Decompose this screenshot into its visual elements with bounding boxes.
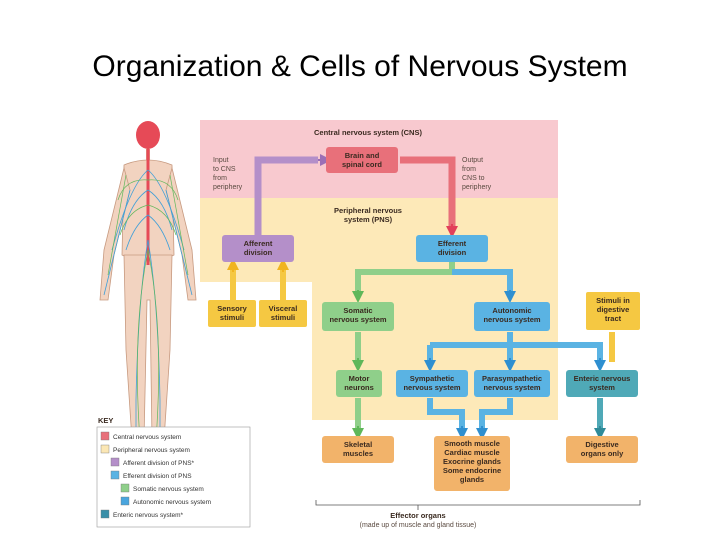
- parasympathetic-box: Parasympathetic nervous system: [474, 370, 550, 397]
- key-item: Autonomic nervous system: [120, 496, 211, 506]
- svg-text:Input: Input: [213, 157, 229, 164]
- sympathetic-box: Sympathetic nervous system: [396, 370, 468, 397]
- somatic-nervous-system-box: Somatic nervous system: [322, 302, 394, 331]
- enteric-nervous-system-box: Enteric nervous system: [566, 370, 638, 397]
- efferent-division-box: Efferent division: [416, 235, 488, 262]
- svg-text:Motor: Motor: [349, 374, 370, 383]
- svg-text:system: system: [589, 383, 615, 392]
- svg-text:Cardiac muscle: Cardiac muscle: [444, 448, 499, 457]
- key-label: Autonomic nervous system: [133, 499, 211, 506]
- effector-organs-bracket: Effector organs (made up of muscle and g…: [315, 500, 641, 529]
- svg-text:CNS to: CNS to: [462, 175, 485, 182]
- svg-text:neurons: neurons: [344, 383, 374, 392]
- svg-text:Afferent: Afferent: [244, 239, 273, 248]
- svg-text:Effector organs: Effector organs: [390, 511, 445, 520]
- svg-text:stimuli: stimuli: [271, 313, 295, 322]
- key-item: Central nervous system: [100, 431, 181, 441]
- svg-text:Parasympathetic: Parasympathetic: [482, 374, 542, 383]
- svg-text:Enteric nervous: Enteric nervous: [574, 374, 631, 383]
- cns-to-efferent-arrow: [400, 156, 456, 228]
- slide-title: Organization & Cells of Nervous System: [92, 50, 628, 83]
- key-swatch: [120, 496, 130, 506]
- key-swatch: [100, 444, 110, 454]
- key-label: Central nervous system: [113, 434, 181, 441]
- cns-header: Central nervous system (CNS): [314, 128, 422, 137]
- key-label: Enteric nervous system*: [113, 512, 184, 519]
- svg-text:Exocrine glands: Exocrine glands: [443, 457, 501, 466]
- svg-text:from: from: [462, 166, 476, 173]
- svg-text:nervous system: nervous system: [403, 383, 460, 392]
- svg-text:Visceral: Visceral: [269, 304, 298, 313]
- key-item: Afferent division of PNS*: [110, 457, 195, 467]
- svg-text:from: from: [213, 175, 227, 182]
- key-swatch: [120, 483, 130, 493]
- svg-text:muscles: muscles: [343, 449, 373, 458]
- brain-spinal-cord-box: Brain and spinal cord: [326, 147, 398, 173]
- key-swatch: [110, 457, 120, 467]
- key-item: Peripheral nervous system: [100, 444, 190, 454]
- svg-text:Efferent: Efferent: [438, 239, 467, 248]
- sensory-stimuli-box: Sensory stimuli: [208, 300, 256, 327]
- svg-text:tract: tract: [605, 314, 622, 323]
- svg-text:nervous system: nervous system: [483, 383, 540, 392]
- key-label: Afferent division of PNS*: [123, 460, 195, 467]
- efferent-to-autonomic-arrow: [452, 269, 513, 294]
- svg-text:periphery: periphery: [213, 184, 243, 191]
- svg-text:digestive: digestive: [597, 305, 630, 314]
- svg-text:Smooth muscle: Smooth muscle: [444, 439, 500, 448]
- key-swatch: [100, 431, 110, 441]
- svg-text:Stimuli in: Stimuli in: [596, 296, 630, 305]
- afferent-to-cns-arrow: [254, 156, 318, 235]
- digestive-organs-box: Digestive organs only: [566, 436, 638, 463]
- svg-text:spinal cord: spinal cord: [342, 160, 382, 169]
- svg-text:stimuli: stimuli: [220, 313, 244, 322]
- afferent-division-box: Afferent division: [222, 235, 294, 262]
- autonomic-nervous-system-box: Autonomic nervous system: [474, 302, 550, 331]
- svg-text:Sensory: Sensory: [217, 304, 247, 313]
- svg-text:Skeletal: Skeletal: [344, 440, 372, 449]
- svg-text:Some endocrine: Some endocrine: [443, 466, 501, 475]
- svg-text:nervous system: nervous system: [483, 315, 540, 324]
- autonomic-branch-arrows: [427, 332, 603, 362]
- svg-text:Brain and: Brain and: [345, 151, 380, 160]
- digestive-stimuli-box: Stimuli in digestive tract: [586, 292, 640, 330]
- svg-text:glands: glands: [460, 475, 484, 484]
- motor-neurons-box: Motor neurons: [336, 370, 382, 397]
- svg-text:Output: Output: [462, 157, 483, 164]
- svg-text:to CNS: to CNS: [213, 166, 236, 173]
- key-item: Somatic nervous system: [120, 483, 204, 493]
- svg-text:Autonomic: Autonomic: [492, 306, 531, 315]
- svg-text:division: division: [438, 248, 467, 257]
- key-swatch: [110, 470, 120, 480]
- key-swatch: [100, 509, 110, 519]
- autonomic-to-effector-arrows: [427, 398, 513, 430]
- pns-header: Peripheral nervous system (PNS): [334, 206, 402, 224]
- output-label: Output from CNS to periphery: [462, 157, 492, 191]
- svg-text:division: division: [244, 248, 273, 257]
- svg-text:Peripheral nervous: Peripheral nervous: [334, 206, 402, 215]
- svg-text:Somatic: Somatic: [343, 306, 372, 315]
- visceral-stimuli-box: Visceral stimuli: [259, 300, 307, 327]
- key-label: Efferent division of PNS: [123, 473, 192, 480]
- svg-text:nervous system: nervous system: [329, 315, 386, 324]
- svg-text:periphery: periphery: [462, 184, 492, 191]
- key-item: Efferent division of PNS: [110, 470, 192, 480]
- key-label: Peripheral nervous system: [113, 447, 190, 454]
- key-title: KEY: [98, 416, 113, 425]
- svg-text:Sympathetic: Sympathetic: [410, 374, 455, 383]
- key-item: Enteric nervous system*: [100, 509, 184, 519]
- efferent-to-somatic-arrow: [355, 262, 455, 294]
- input-label: Input to CNS from periphery: [213, 157, 243, 191]
- svg-text:organs only: organs only: [581, 449, 624, 458]
- svg-text:(made up of muscle and gland t: (made up of muscle and gland tissue): [360, 522, 477, 529]
- smooth-muscle-box: Smooth muscle Cardiac muscle Exocrine gl…: [434, 436, 510, 491]
- key-label: Somatic nervous system: [133, 486, 204, 493]
- svg-text:Digestive: Digestive: [585, 440, 618, 449]
- svg-text:system (PNS): system (PNS): [344, 215, 393, 224]
- skeletal-muscles-box: Skeletal muscles: [322, 436, 394, 463]
